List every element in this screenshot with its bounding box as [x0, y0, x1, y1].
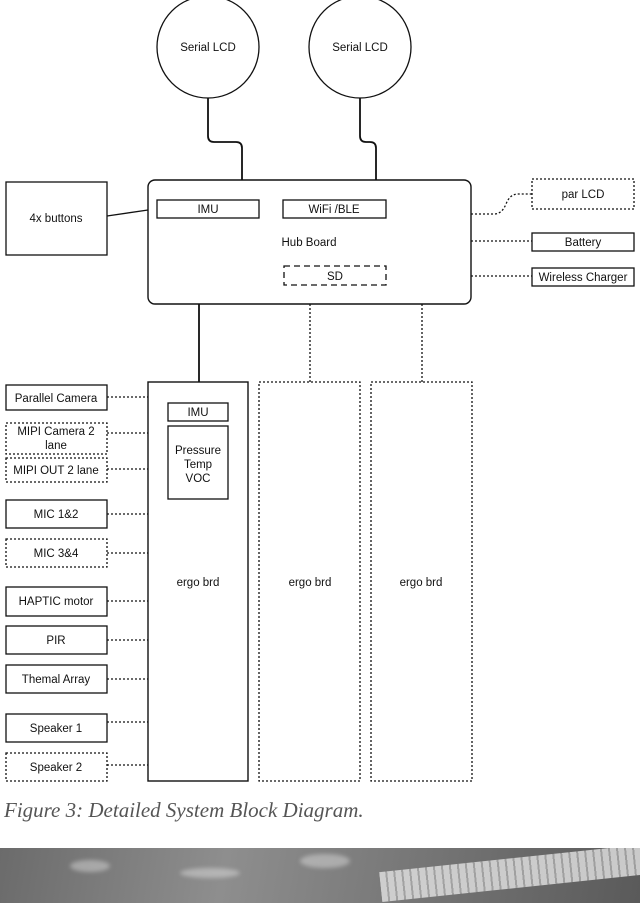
lcd-2-connector: [359, 98, 377, 180]
system-block-diagram: Serial LCD Serial LCD 4x buttons IMU WiF…: [5, 0, 635, 782]
parallel-camera-box: Parallel Camera: [5, 384, 108, 411]
buttons-box: 4x buttons: [5, 181, 108, 256]
ergo-sensor-line-3: VOC: [186, 473, 211, 485]
serial-lcd-2-label: Serial LCD: [332, 42, 388, 54]
ergo-imu-label: IMU: [187, 407, 208, 419]
hub-imu-label: IMU: [197, 204, 218, 216]
mipi-out-box: MIPI OUT 2 lane: [5, 457, 108, 483]
figure-caption: Figure 3: Detailed System Block Diagram.: [4, 798, 364, 822]
ergo-board-2: ergo brd: [258, 381, 361, 782]
buttons-label: 4x buttons: [29, 213, 82, 225]
mipi-camera-label-line-2: lane: [45, 440, 67, 452]
ergo-board-1-label: ergo brd: [177, 577, 220, 589]
serial-lcd-2: Serial LCD: [308, 0, 412, 99]
hub-board: IMU WiFi /BLE Hub Board SD: [147, 179, 472, 305]
buttons-connector: [106, 209, 149, 217]
thermal-array-label: Themal Array: [22, 674, 91, 686]
thermal-array-box: Themal Array: [5, 664, 108, 694]
speaker-1-label: Speaker 1: [30, 723, 82, 735]
ergo-board-3: ergo brd: [370, 381, 473, 782]
mic-34-box: MIC 3&4: [5, 538, 108, 568]
serial-lcd-1-label: Serial LCD: [180, 42, 236, 54]
pir-label: PIR: [46, 635, 65, 647]
hub-wifi-label: WiFi /BLE: [308, 204, 359, 216]
device-photo: [0, 848, 640, 903]
haptic-motor-label: HAPTIC motor: [19, 596, 94, 608]
serial-lcd-1: Serial LCD: [156, 0, 260, 99]
speaker-2-box: Speaker 2: [5, 752, 108, 782]
parallel-camera-label: Parallel Camera: [15, 393, 98, 405]
par-lcd-connector: [471, 193, 532, 215]
battery-label: Battery: [565, 237, 602, 249]
mipi-out-label: MIPI OUT 2 lane: [13, 465, 98, 477]
ergo-board-3-label: ergo brd: [400, 577, 443, 589]
ergo-sensor-line-1: Pressure: [175, 445, 221, 457]
wireless-charger-box: Wireless Charger: [531, 267, 635, 287]
pir-box: PIR: [5, 625, 108, 655]
par-lcd-label: par LCD: [562, 189, 605, 201]
battery-box: Battery: [531, 232, 635, 252]
hub-board-label: Hub Board: [282, 237, 337, 249]
mipi-camera-box: MIPI Camera 2 lane: [5, 422, 108, 455]
mic-12-box: MIC 1&2: [5, 499, 108, 529]
speaker-2-label: Speaker 2: [30, 762, 82, 774]
par-lcd-box: par LCD: [531, 178, 635, 210]
ergo-sensor-line-2: Temp: [184, 459, 212, 471]
hub-sd-label: SD: [327, 271, 343, 283]
mic-34-label: MIC 3&4: [34, 548, 79, 560]
ergo-board-2-label: ergo brd: [289, 577, 332, 589]
wireless-charger-label: Wireless Charger: [539, 272, 628, 284]
haptic-motor-box: HAPTIC motor: [5, 586, 108, 617]
ergo-board-1: IMU Pressure Temp VOC ergo brd: [147, 381, 249, 782]
mipi-camera-label-line-1: MIPI Camera 2: [17, 426, 94, 438]
speaker-1-box: Speaker 1: [5, 713, 108, 743]
lcd-1-connector: [207, 98, 243, 180]
mic-12-label: MIC 1&2: [34, 509, 79, 521]
